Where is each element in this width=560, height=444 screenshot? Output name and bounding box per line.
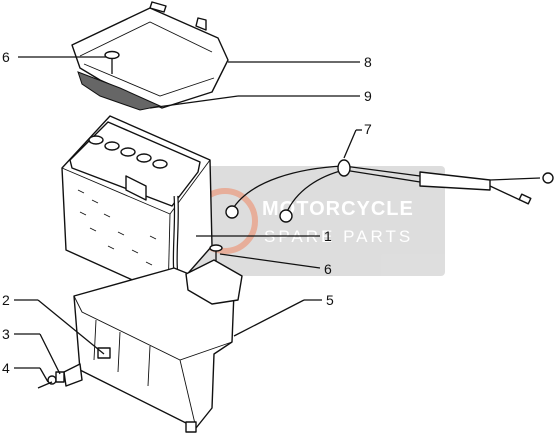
battery-cables bbox=[225, 159, 554, 223]
watermark-title: MOTORCYCLE bbox=[262, 198, 414, 220]
cover-screw bbox=[104, 50, 120, 74]
callout-2: 2 bbox=[2, 292, 10, 308]
rubber-pad bbox=[77, 71, 162, 111]
callout-9: 9 bbox=[364, 88, 372, 104]
callout-8: 8 bbox=[364, 54, 372, 70]
watermark-subtitle: SPARE PARTS bbox=[264, 227, 413, 246]
battery-tray bbox=[73, 259, 243, 433]
battery-cover bbox=[71, 1, 229, 109]
callout-7: 7 bbox=[364, 121, 372, 137]
callout-3: 3 bbox=[2, 326, 10, 342]
callout-1: 1 bbox=[324, 228, 332, 244]
callout-labels: 6 8 9 7 1 6 5 2 3 4 bbox=[2, 49, 372, 376]
callout-4: 4 bbox=[2, 360, 10, 376]
callout-6-top: 6 bbox=[2, 49, 10, 65]
callout-5: 5 bbox=[326, 292, 334, 308]
leader-lines bbox=[14, 56, 362, 383]
fastener-set bbox=[37, 363, 83, 389]
battery-texture bbox=[77, 189, 157, 266]
callout-6-mid: 6 bbox=[324, 261, 332, 277]
battery bbox=[61, 115, 213, 297]
battery-cell-caps bbox=[88, 135, 168, 169]
